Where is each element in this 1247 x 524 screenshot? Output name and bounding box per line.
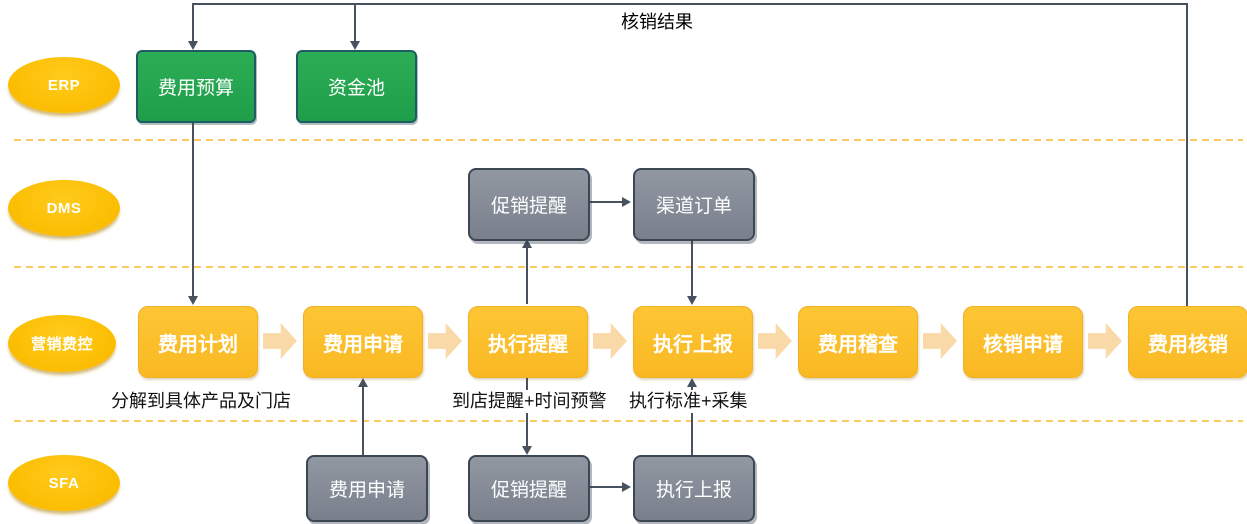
expense-budget-label: 费用预算 — [157, 78, 234, 99]
lane-badge-dms-label: DMS — [46, 199, 82, 217]
arrowhead-into-capital-pool — [350, 41, 360, 50]
lane-divider-dms-marketing — [14, 266, 1243, 268]
lane-badge-marketing: 营销费控 — [8, 315, 116, 372]
writeoff-request-label: 核销申请 — [983, 333, 1063, 356]
expense-budget-node: 费用预算 — [136, 50, 256, 123]
expense-request-label: 费用申请 — [323, 333, 403, 356]
expense-audit-node: 费用稽查 — [798, 306, 918, 378]
arrowhead-into-sfa-exec-report — [622, 482, 631, 492]
arrowhead-into-sfa-promo-reminder — [522, 446, 532, 455]
flow-chevron-icon — [1088, 323, 1122, 359]
execution-reminder-label: 执行提醒 — [488, 333, 568, 356]
execution-report-node-sfa: 执行上报 — [633, 455, 755, 522]
lane-badge-erp-label: ERP — [47, 76, 81, 94]
expense-writeoff-label: 费用核销 — [1148, 333, 1228, 356]
expense-plan-node: 费用计划 — [138, 306, 258, 378]
flow-chevron-icon — [758, 323, 792, 359]
arrowhead-into-exec-report-top — [687, 296, 697, 305]
annotation-plan-breakdown: 分解到具体产品及门店 — [109, 390, 293, 413]
execution-reminder-node: 执行提醒 — [468, 306, 588, 378]
execution-report-sfa-label: 执行上报 — [655, 480, 732, 501]
lane-divider-erp-dms — [14, 139, 1243, 141]
lane-badge-sfa: SFA — [8, 455, 120, 511]
lane-badge-sfa-label: SFA — [48, 474, 80, 492]
execution-report-label: 执行上报 — [653, 333, 733, 356]
arrowhead-into-expense-request — [358, 378, 368, 387]
lane-badge-dms: DMS — [8, 180, 120, 236]
annotation-exec-standard: 执行标准+采集 — [627, 390, 750, 413]
flow-chevron-icon — [593, 323, 627, 359]
expense-writeoff-node: 费用核销 — [1128, 306, 1247, 378]
promo-reminder-node-sfa: 促销提醒 — [468, 455, 590, 522]
arrowhead-into-expense-budget — [188, 41, 198, 50]
expense-plan-label: 费用计划 — [158, 333, 238, 356]
lane-divider-marketing-sfa — [14, 420, 1243, 422]
channel-order-node: 渠道订单 — [633, 168, 755, 241]
writeoff-request-node: 核销申请 — [963, 306, 1083, 378]
annotation-store-reminder: 到店提醒+时间预警 — [450, 390, 609, 413]
flow-chevron-icon — [428, 323, 462, 359]
expense-request-node: 费用申请 — [303, 306, 423, 378]
lane-badge-erp: ERP — [8, 57, 120, 113]
expense-request-node-sfa: 费用申请 — [306, 455, 428, 522]
promo-reminder-sfa-label: 促销提醒 — [490, 480, 567, 501]
writeoff-result-label: 核销结果 — [621, 12, 693, 32]
channel-order-label: 渠道订单 — [655, 196, 732, 217]
flow-chevron-icon — [923, 323, 957, 359]
expense-request-sfa-label: 费用申请 — [328, 480, 405, 501]
arrowhead-into-exec-report-bottom — [687, 378, 697, 387]
expense-audit-label: 费用稽查 — [818, 333, 898, 356]
flow-chevron-icon — [263, 323, 297, 359]
lane-badge-marketing-label: 营销费控 — [30, 336, 93, 353]
capital-pool-label: 资金池 — [327, 78, 385, 99]
promo-reminder-node-dms: 促销提醒 — [468, 168, 590, 241]
execution-report-node: 执行上报 — [633, 306, 753, 378]
promo-reminder-dms-label: 促销提醒 — [490, 196, 567, 217]
arrowhead-into-expense-plan — [188, 296, 198, 305]
capital-pool-node: 资金池 — [296, 50, 417, 123]
arrowhead-into-channel-order — [622, 197, 631, 207]
